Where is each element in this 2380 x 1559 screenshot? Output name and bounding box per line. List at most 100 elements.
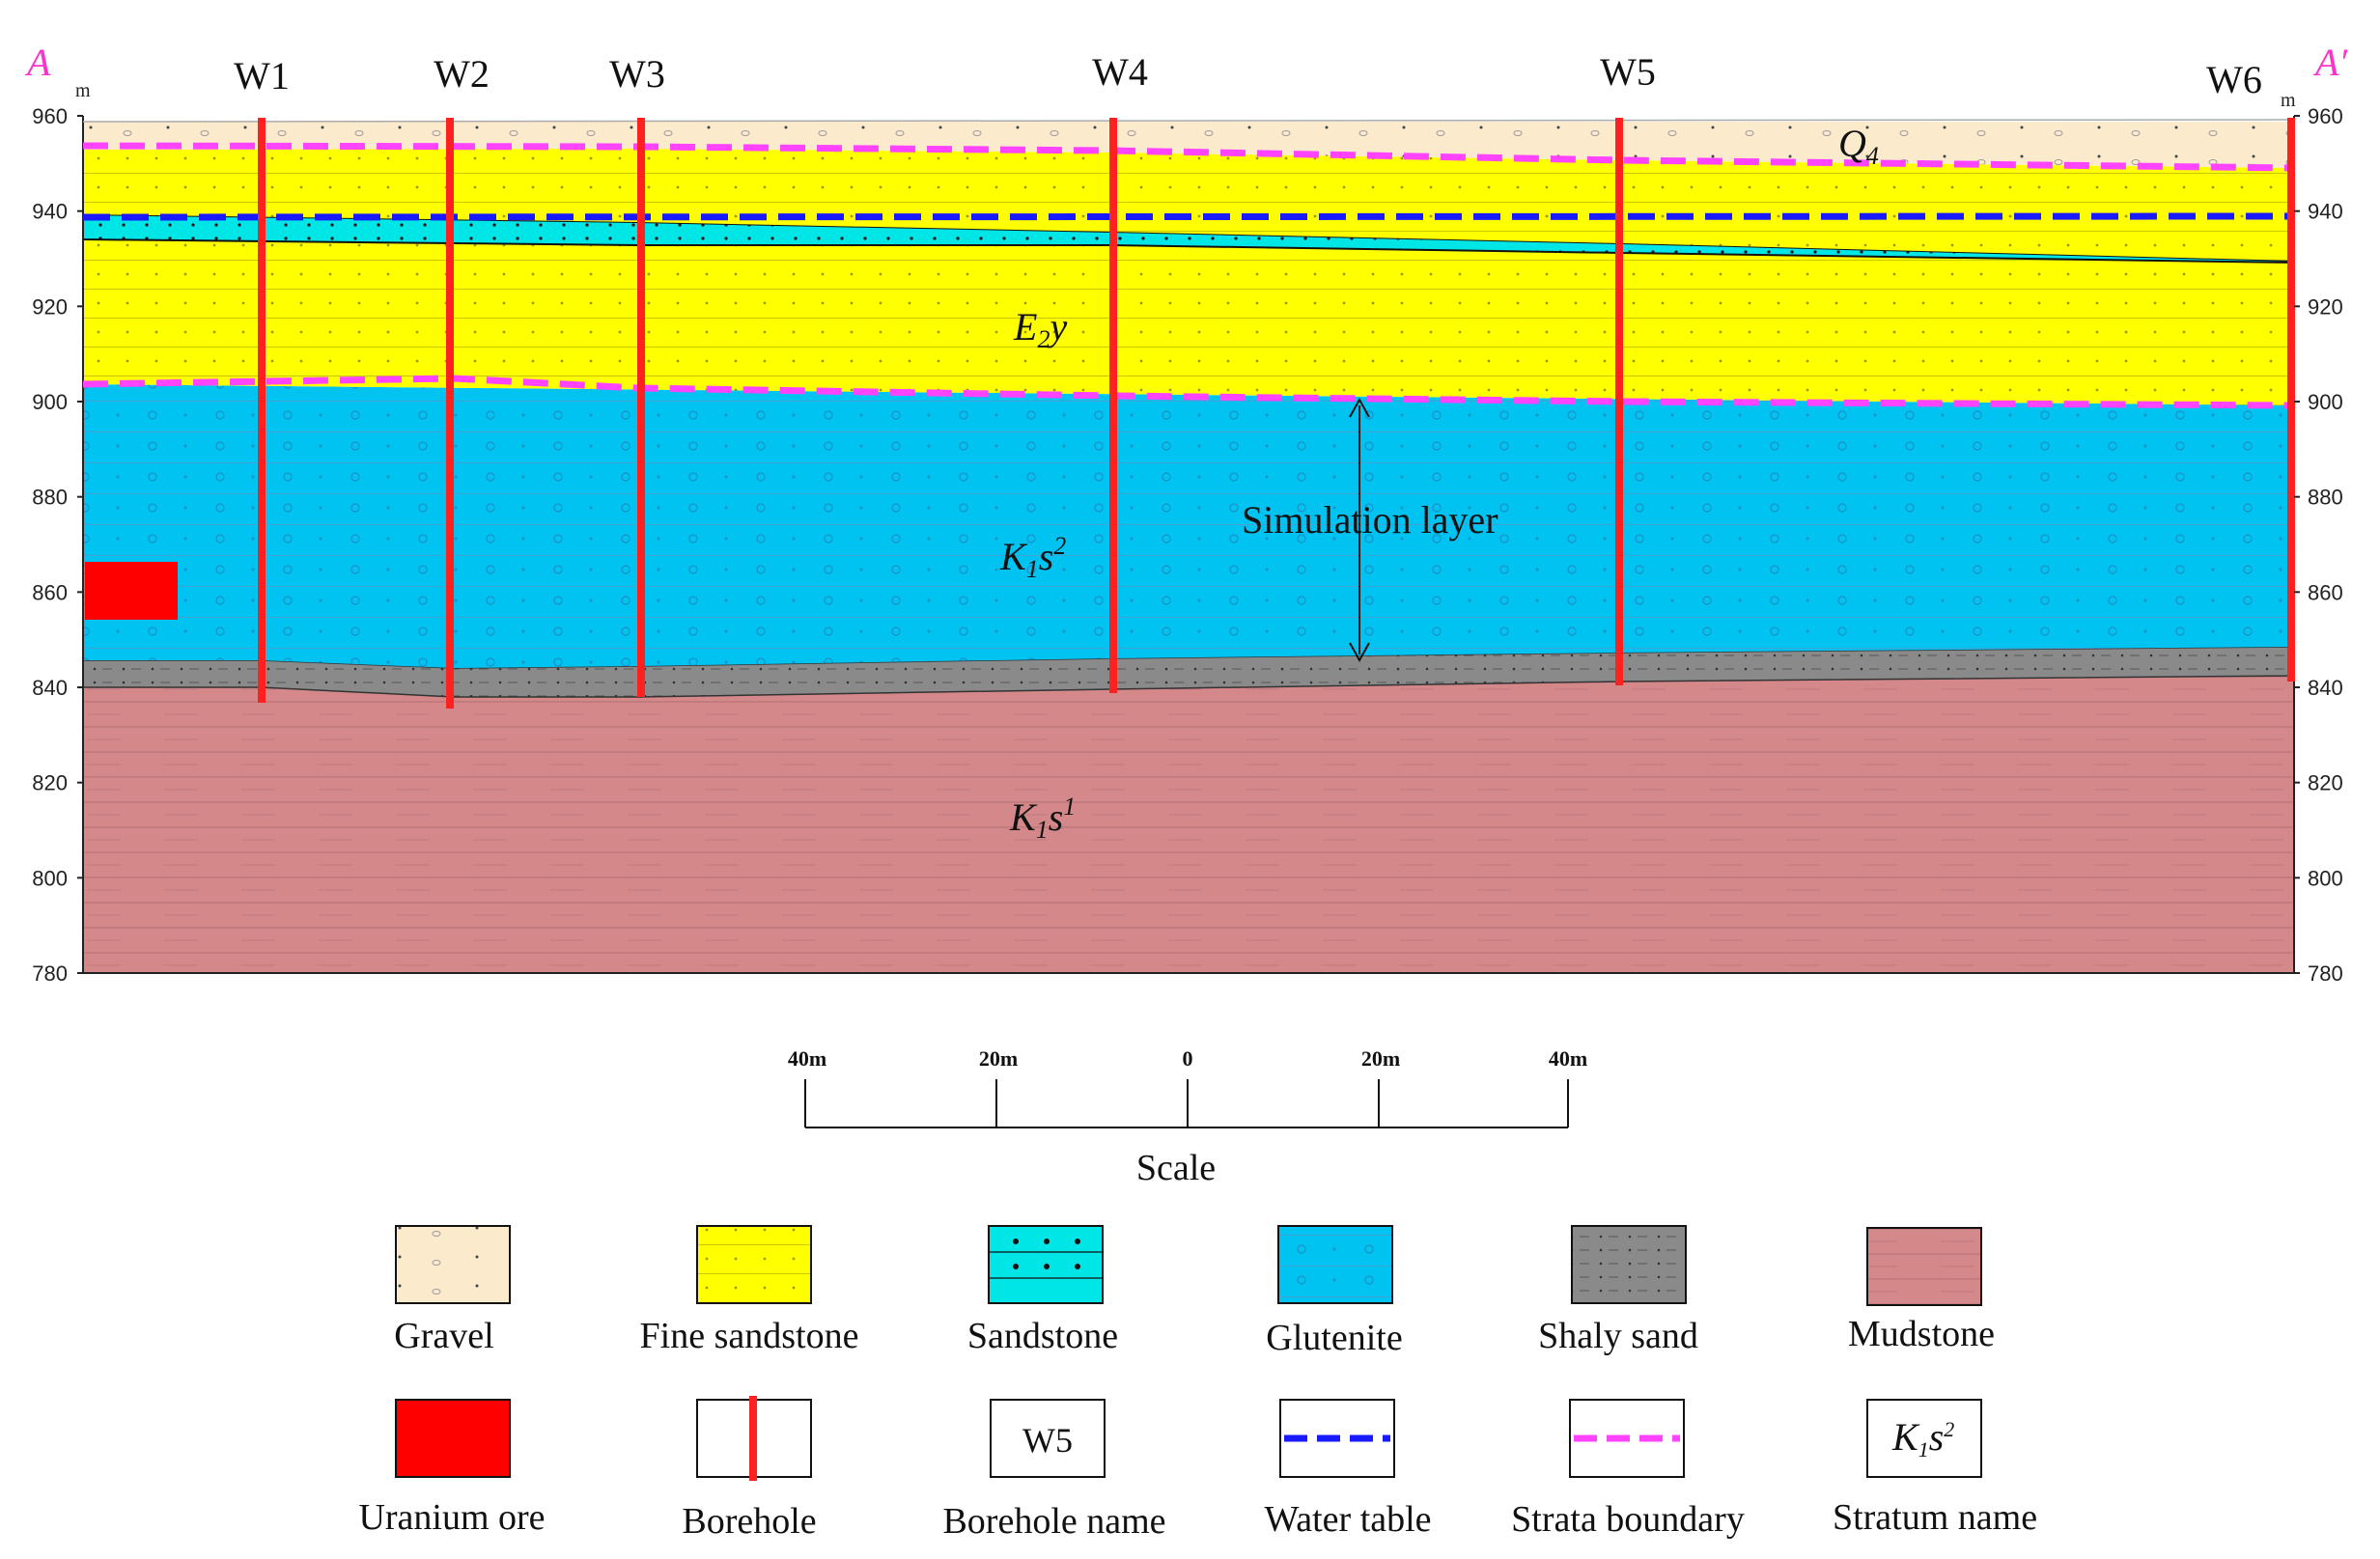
elevation-tick-label: 800 bbox=[2308, 866, 2343, 890]
legend-item-fine-sandstone: Fine sandstone bbox=[640, 1225, 859, 1356]
elevation-tick-label: 780 bbox=[2308, 961, 2343, 986]
legend-stratum-name-sample: K1s2 bbox=[1891, 1415, 1954, 1462]
elevation-tick-label: 860 bbox=[2308, 580, 2343, 604]
uranium-ore-body bbox=[85, 562, 178, 620]
legend-item-shaly-sand: Shaly sand bbox=[1538, 1225, 1698, 1356]
elevation-tick-label: 920 bbox=[32, 294, 68, 319]
fine-sandstone-upper-layer bbox=[83, 149, 2294, 261]
glutenite-layer bbox=[83, 384, 2294, 668]
legend: Gravel Fine sandstone Sandstone Glutenit… bbox=[358, 1225, 2037, 1542]
scale-label: Scale bbox=[1136, 1148, 1216, 1188]
elevation-tick-label: 880 bbox=[2308, 486, 2343, 510]
legend-label-borehole: Borehole bbox=[682, 1501, 816, 1542]
legend-swatch-mudstone bbox=[1866, 1227, 1982, 1306]
fine-sandstone-lower-layer bbox=[83, 239, 2294, 405]
elevation-tick-label: 840 bbox=[2308, 676, 2343, 700]
borehole-name-w6: W6 bbox=[2206, 58, 2262, 101]
legend-item-sandstone: Sandstone bbox=[967, 1225, 1118, 1356]
scale-tick-label-3: 0 bbox=[1183, 1046, 1193, 1071]
simulation-layer-arrow-top bbox=[1349, 397, 1370, 418]
water-table-line bbox=[82, 212, 2295, 221]
legend-swatch-glutenite bbox=[1277, 1225, 1393, 1304]
legend-label-shaly-sand: Shaly sand bbox=[1538, 1316, 1698, 1356]
legend-label-mudstone: Mudstone bbox=[1848, 1314, 1995, 1354]
legend-label-gravel: Gravel bbox=[394, 1316, 493, 1356]
simulation-layer-label: Simulation layer bbox=[1242, 498, 1498, 542]
stratum-name-e2y: E2y bbox=[1013, 305, 1067, 353]
borehole-name-w2: W2 bbox=[434, 52, 490, 96]
legend-sandstone-dot-3 bbox=[1075, 1239, 1080, 1244]
scale-tick-label-1: 40m bbox=[788, 1046, 826, 1071]
elevation-tick-label: 940 bbox=[32, 200, 68, 224]
elevation-tick-label: 820 bbox=[2308, 771, 2343, 795]
left-elevation-axis: 960 940 920 900 880 860 840 820 800 780 bbox=[32, 104, 83, 986]
elevation-tick-label: 960 bbox=[32, 104, 68, 128]
legend-label-glutenite: Glutenite bbox=[1266, 1318, 1402, 1358]
legend-swatch-uranium-ore bbox=[395, 1399, 511, 1478]
legend-sandstone-dot-4 bbox=[1013, 1264, 1019, 1269]
borehole-name-w1: W1 bbox=[234, 54, 290, 97]
elevation-tick-label: 940 bbox=[2308, 200, 2343, 224]
legend-label-fine-sandstone: Fine sandstone bbox=[640, 1316, 859, 1356]
legend-item-borehole: Borehole bbox=[682, 1396, 817, 1542]
legend-item-mudstone: Mudstone bbox=[1848, 1227, 1995, 1354]
section-strata bbox=[82, 116, 2295, 974]
borehole-name-w5: W5 bbox=[1600, 50, 1656, 94]
scale-bar: 40m 20m 0 20m 40m Scale bbox=[788, 1046, 1587, 1188]
section-end-label: A′ bbox=[2312, 41, 2348, 84]
legend-item-water-table: Water table bbox=[1264, 1399, 1432, 1540]
ground-surface-line bbox=[82, 119, 2295, 123]
borehole-names: W1 W2 W3 W4 W5 W6 bbox=[234, 50, 2262, 101]
legend-item-borehole-name: W5 Borehole name bbox=[942, 1399, 1166, 1542]
legend-label-water-table: Water table bbox=[1264, 1499, 1431, 1540]
legend-item-uranium-ore: Uranium ore bbox=[358, 1399, 546, 1538]
legend-label-sandstone: Sandstone bbox=[967, 1316, 1118, 1356]
legend-item-glutenite: Glutenite bbox=[1266, 1225, 1403, 1358]
mudstone-layer bbox=[83, 676, 2294, 973]
strata-boundary-e2y-base bbox=[82, 375, 2295, 409]
legend-label-borehole-name: Borehole name bbox=[942, 1501, 1165, 1542]
legend-swatch-stratum-name bbox=[1866, 1399, 1982, 1478]
elevation-tick-label: 800 bbox=[32, 866, 68, 890]
elevation-tick-label: 900 bbox=[32, 390, 68, 414]
right-elevation-axis: 960 940 920 900 880 860 840 820 800 780 bbox=[2294, 104, 2343, 986]
legend-sandstone-dot-5 bbox=[1044, 1264, 1050, 1269]
section-start-label: A bbox=[24, 41, 51, 84]
legend-sandstone-dot-2 bbox=[1044, 1239, 1050, 1244]
elevation-tick-label: 860 bbox=[32, 580, 68, 604]
legend-item-gravel: Gravel bbox=[394, 1225, 511, 1356]
legend-swatch-gravel bbox=[395, 1225, 511, 1304]
legend-label-stratum-name: Stratum name bbox=[1833, 1497, 2037, 1538]
legend-swatch-borehole-name bbox=[990, 1399, 1106, 1478]
legend-borehole-name-sample: W5 bbox=[1022, 1421, 1073, 1460]
elevation-tick-label: 880 bbox=[32, 486, 68, 510]
simulation-layer-arrow-bottom bbox=[1349, 642, 1370, 663]
borehole-name-w4: W4 bbox=[1092, 50, 1148, 94]
gravel-layer bbox=[83, 122, 2294, 168]
stratum-name-q4: Q4 bbox=[1838, 122, 1879, 170]
elevation-tick-label: 820 bbox=[32, 771, 68, 795]
elevation-tick-label: 780 bbox=[32, 961, 68, 986]
section-end-unit: m bbox=[2281, 90, 2296, 111]
scale-tick-label-4: 20m bbox=[1361, 1046, 1400, 1071]
elevation-tick-label: 920 bbox=[2308, 294, 2343, 319]
elevation-tick-label: 900 bbox=[2308, 390, 2343, 414]
elevation-tick-label: 960 bbox=[2308, 104, 2343, 128]
legend-item-stratum-name: K1s2 Stratum name bbox=[1833, 1399, 2037, 1538]
legend-swatch-shaly-sand bbox=[1571, 1225, 1687, 1304]
legend-sandstone-dot-1 bbox=[1013, 1239, 1019, 1244]
stratum-name-k1s1: K1s1 bbox=[1009, 793, 1076, 844]
section-start-unit: m bbox=[75, 80, 91, 101]
scale-tick-label-5: 40m bbox=[1549, 1046, 1587, 1071]
legend-sandstone-dot-6 bbox=[1075, 1264, 1080, 1269]
elevation-tick-label: 840 bbox=[32, 676, 68, 700]
scale-tick-label-2: 20m bbox=[979, 1046, 1018, 1071]
legend-label-uranium-ore: Uranium ore bbox=[358, 1497, 545, 1538]
borehole-name-w3: W3 bbox=[609, 52, 665, 96]
stratum-name-k1s2: K1s2 bbox=[999, 532, 1066, 583]
legend-label-strata-boundary: Strata boundary bbox=[1511, 1499, 1745, 1540]
legend-swatch-fine-sandstone bbox=[696, 1225, 812, 1304]
legend-item-strata-boundary: Strata boundary bbox=[1511, 1399, 1745, 1540]
